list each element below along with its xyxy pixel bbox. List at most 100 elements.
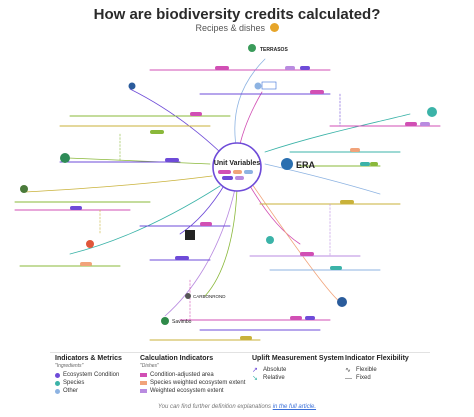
other-swatch <box>55 388 60 394</box>
connector-to-era <box>264 163 381 195</box>
center-circle <box>212 142 262 192</box>
savimbo-logo-icon <box>161 317 169 325</box>
legend-flexibility: Indicator Flexibility ∿Flexible —Fixed <box>345 355 409 382</box>
credit-network-diagram: TERRASOS ERA CARBONROND Savimbo Unit Var… <box>14 44 441 341</box>
fixed-line-icon: — <box>345 374 352 382</box>
connector-to-left-mid <box>67 157 211 165</box>
legend-item-label: Species <box>63 380 85 386</box>
chip <box>360 162 370 166</box>
legend-item-label: Ecosystem Condition <box>63 372 120 378</box>
connector-to-savimbo <box>164 188 236 317</box>
chip <box>300 66 310 70</box>
era-logo-icon <box>281 158 293 170</box>
legend-item-label: Condition-adjusted area <box>150 372 214 378</box>
chip <box>285 66 295 70</box>
legend-item-label: Fixed <box>356 375 371 381</box>
chip <box>290 316 302 320</box>
connector-to-mid-left-lower <box>179 183 226 235</box>
chip <box>300 252 314 256</box>
absolute-arrow-icon: ↗ <box>252 366 258 374</box>
chip <box>165 158 179 162</box>
provider-logo-icon <box>128 82 136 90</box>
legend-calculation-title: Calculation Indicators <box>140 355 214 362</box>
terrasos-logo-icon <box>248 44 256 52</box>
legend-uplift: Uplift Measurement System ↗ Absolute ↘ Rel… <box>252 355 344 382</box>
ecosystem-condition-swatch <box>55 372 60 378</box>
connector-lines <box>14 58 441 341</box>
provider-logo-icon <box>427 107 437 117</box>
chip <box>310 90 324 94</box>
legend-item-label: Flexible <box>356 367 377 373</box>
legend-item-label: Absolute <box>263 367 287 373</box>
center-chip-other <box>235 176 244 180</box>
chip <box>190 112 202 116</box>
chip <box>350 148 360 152</box>
recipe-badge-icon <box>269 23 279 32</box>
provider-logo-icon <box>86 240 94 248</box>
legend-item-label: Weighted ecosystem extent <box>150 388 224 394</box>
center-chip-species <box>233 170 242 174</box>
connector-to-upper-mid <box>239 91 263 145</box>
era-label: ERA <box>296 160 316 170</box>
full-article-link[interactable]: in the full article. <box>272 404 317 410</box>
provider-logo-icon <box>337 297 347 307</box>
connector-to-carbonrond <box>204 188 238 297</box>
connector-to-right-top <box>264 113 411 153</box>
chip <box>175 256 189 260</box>
chip <box>70 206 82 210</box>
chip <box>305 316 315 320</box>
provider-logo-icon <box>185 230 195 240</box>
legend-indicators-subtitle: "Ingredients" <box>55 363 84 369</box>
legend-item: Weighted ecosystem extent <box>140 387 245 395</box>
legend-item-label: Relative <box>263 375 285 381</box>
chip <box>420 122 430 126</box>
carbonrond-logo-icon <box>185 293 191 299</box>
legend-item: Other <box>55 387 122 395</box>
provider-logo-box <box>261 81 277 90</box>
chip <box>405 122 417 126</box>
legend-indicators: Indicators & Metrics "Ingredients" Ecosy… <box>55 355 122 395</box>
chip <box>330 266 342 270</box>
legend-flexibility-title: Indicator Flexibility <box>345 355 409 362</box>
legend-item: ↗ Absolute <box>252 366 344 374</box>
carbonrond-label: CARBONROND <box>193 294 226 299</box>
connector-to-top-left <box>129 88 221 153</box>
center-chip-ecosystem <box>222 176 233 180</box>
legend-item: Species weighted ecosystem extent <box>140 379 245 387</box>
chip <box>370 162 378 166</box>
legend-item-label: Other <box>63 388 79 394</box>
relative-arrow-icon: ↘ <box>252 374 258 382</box>
legend-item: Species <box>55 379 122 387</box>
provider-logo-icon <box>20 185 28 193</box>
legend-item: Condition-adjusted area <box>140 371 245 379</box>
chip <box>340 200 354 204</box>
footer-text: You can find further definition explanat… <box>157 404 273 410</box>
connector-to-right-bottom <box>251 183 341 303</box>
ingredient-chips <box>70 66 430 340</box>
provider-logo-icon <box>254 82 262 90</box>
legend-indicators-title: Indicators & Metrics <box>55 355 122 362</box>
legend-item: — Fixed <box>345 374 409 382</box>
legend-calculation-subtitle: "Dishes" <box>140 363 159 369</box>
chip <box>150 130 164 134</box>
chip <box>240 336 252 340</box>
chip <box>215 66 229 70</box>
legend-item: ↘ Relative <box>252 374 344 382</box>
terrasos-label: TERRASOS <box>260 47 288 53</box>
legend-divider <box>50 352 430 353</box>
unit-variables-node: Unit Variables <box>212 142 262 192</box>
savimbo-label: Savimbo <box>172 319 192 325</box>
connector-to-right-mid <box>249 185 301 245</box>
provider-logo-icon <box>60 153 70 163</box>
condition-adjusted-swatch <box>140 373 147 377</box>
legend-item: Ecosystem Condition <box>55 371 122 379</box>
legend-uplift-title: Uplift Measurement System <box>252 355 344 362</box>
legend-item-label: Species weighted ecosystem extent <box>150 380 246 386</box>
species-weighted-swatch <box>140 381 147 385</box>
center-chip-weighted <box>244 170 253 174</box>
connector-to-terrasos <box>234 58 266 153</box>
subtitle-text: Recipes & dishes <box>195 23 266 33</box>
connector-to-left-bottom <box>69 185 221 255</box>
provider-logo-icon <box>266 236 274 244</box>
center-chip-condition-adjusted <box>218 170 231 174</box>
